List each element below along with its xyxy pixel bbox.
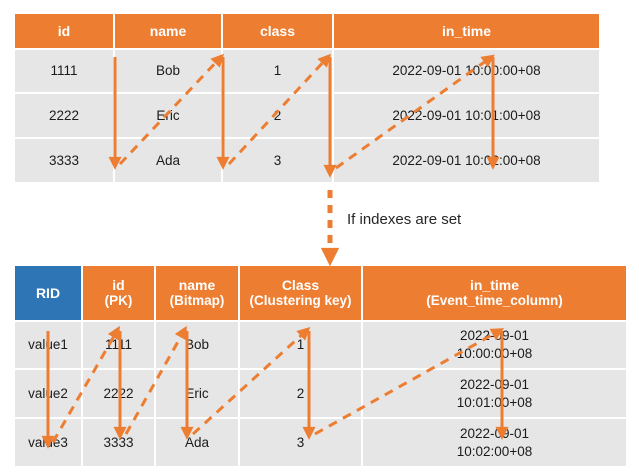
bottom-header-id-label: id — [112, 277, 125, 294]
top-header-name-label: name — [149, 22, 187, 39]
bottom-row-2-class: 2 — [240, 370, 361, 417]
top-header-class-label: class — [259, 22, 296, 39]
bottom-row-3-in-time-clock: 10:02:00+08 — [456, 443, 533, 459]
top-row-3-id: 3333 — [15, 139, 113, 182]
bottom-row-2-name: Eric — [156, 370, 238, 417]
bottom-row-1-rid: value1 — [15, 322, 81, 368]
top-row-2-id: 2222 — [15, 94, 113, 137]
bottom-header-name-label: name — [178, 277, 216, 294]
top-header-in-time: in_time — [334, 14, 599, 48]
bottom-header-name-sub: (Bitmap) — [169, 293, 225, 309]
top-row-1-name: Bob — [115, 50, 221, 92]
bottom-row-1-in-time-clock: 10:00:00+08 — [456, 346, 533, 361]
bottom-header-rid-label: RID — [35, 284, 61, 301]
top-header-in-time-label: in_time — [441, 22, 491, 39]
top-header-class: class — [223, 14, 332, 48]
bottom-row-3-in-time: 2022-09-01 10:02:00+08 — [363, 419, 626, 466]
bottom-header-id: id (PK) — [83, 266, 154, 320]
bottom-row-2-in-time: 2022-09-01 10:01:00+08 — [363, 370, 626, 417]
bottom-row-2-id: 2222 — [83, 370, 154, 417]
bottom-row-1-name: Bob — [156, 322, 238, 368]
bottom-row-3-class: 3 — [240, 419, 361, 466]
bottom-row-3-id: 3333 — [83, 419, 154, 466]
top-row-1-id: 1111 — [15, 50, 113, 92]
top-row-3-name: Ada — [115, 139, 221, 182]
bottom-header-class-sub: (Clustering key) — [249, 293, 352, 309]
bottom-row-3-in-time-date: 2022-09-01 — [459, 425, 530, 441]
bottom-row-2-rid: value2 — [15, 370, 81, 417]
top-header-id: id — [15, 14, 113, 48]
connector-label: If indexes are set — [347, 211, 462, 228]
top-row-2-in-time: 2022-09-01 10:01:00+08 — [334, 94, 599, 137]
top-row-3-class: 3 — [223, 139, 332, 182]
top-row-2-name: Eric — [115, 94, 221, 137]
bottom-header-in-time: in_time (Event_time_column) — [363, 266, 626, 320]
indexed-table: RID id (PK) name (Bitmap) Class (Cluster… — [15, 266, 630, 466]
bottom-row-1-id: 1111 — [83, 322, 154, 368]
top-row-1-in-time: 2022-09-01 10:00:00+08 — [334, 50, 599, 92]
bottom-header-rid: RID — [15, 266, 81, 320]
base-table: id name class in_time 1111 Bob 1 2022-09… — [15, 14, 602, 182]
bottom-row-1-in-time: 2022-09-01 10:00:00+08 — [363, 322, 626, 368]
top-row-1-class: 1 — [223, 50, 332, 92]
top-row-2-class: 2 — [223, 94, 332, 137]
bottom-row-3-name: Ada — [156, 419, 238, 466]
bottom-header-in-time-label: in_time — [469, 277, 519, 294]
bottom-header-name: name (Bitmap) — [156, 266, 238, 320]
bottom-row-2-in-time-clock: 10:01:00+08 — [456, 394, 533, 410]
bottom-header-id-sub: (PK) — [104, 293, 133, 309]
bottom-header-in-time-sub: (Event_time_column) — [426, 293, 563, 309]
bottom-row-3-rid: value3 — [15, 419, 81, 466]
top-header-id-label: id — [57, 22, 71, 39]
bottom-header-class-label: Class — [281, 277, 320, 294]
top-header-name: name — [115, 14, 221, 48]
bottom-row-1-in-time-date: 2022-09-01 — [459, 328, 530, 344]
bottom-row-2-in-time-date: 2022-09-01 — [459, 376, 530, 392]
bottom-header-class: Class (Clustering key) — [240, 266, 361, 320]
bottom-row-1-class: 1 — [240, 322, 361, 368]
top-row-3-in-time: 2022-09-01 10:02:00+08 — [334, 139, 599, 182]
